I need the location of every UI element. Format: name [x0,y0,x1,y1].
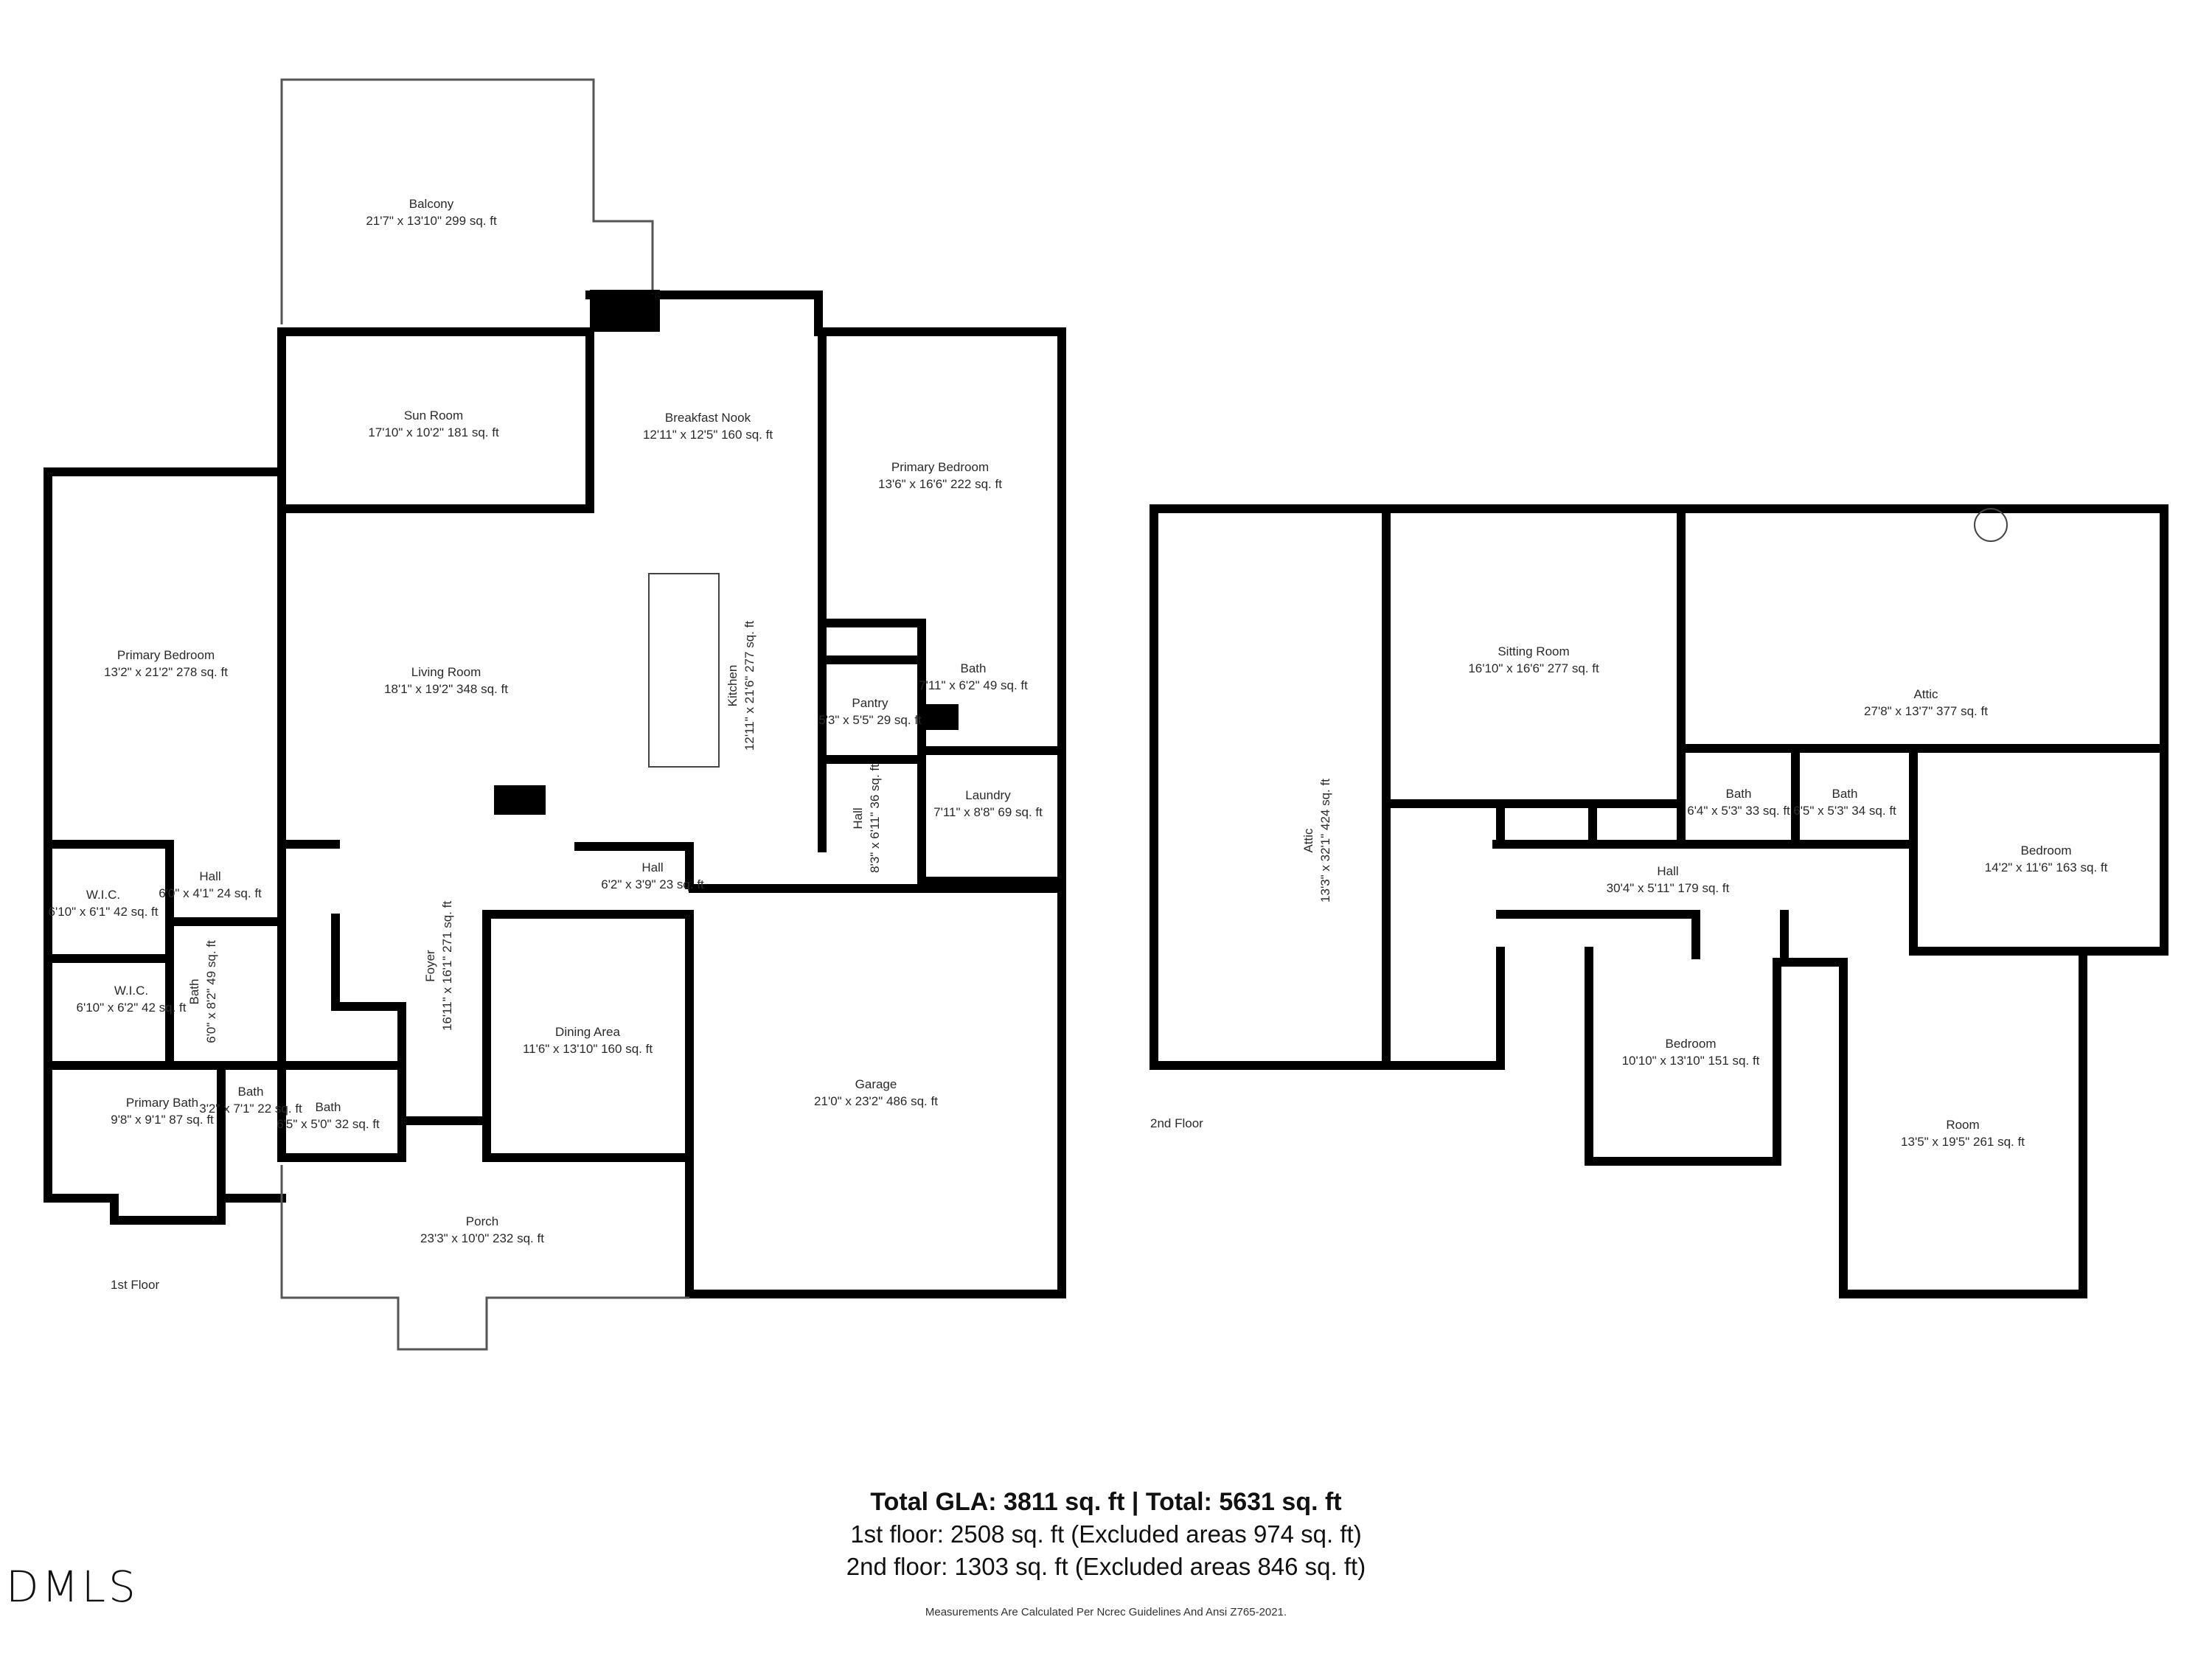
total-area: Total GLA: 3811 sq. ft | Total: 5631 sq.… [870,1488,1342,1516]
second-floor-area: 2nd floor: 1303 sq. ft (Excluded areas 8… [846,1553,1366,1580]
floor-2-label: 2nd Floor [1150,1116,1203,1130]
room-label: W.I.C.6'10" x 6'1" 42 sq. ft [48,888,159,919]
bath-partition [922,704,959,730]
mls-logo: DMLS [6,1562,139,1612]
chimney-block [590,290,660,332]
first-floor-area: 1st floor: 2508 sq. ft (Excluded areas 9… [850,1520,1362,1548]
room-label: W.I.C.6'10" x 6'2" 42 sq. ft [76,984,187,1015]
kitchen-island [648,573,720,768]
measurement-note: Measurements Are Calculated Per Ncrec Gu… [925,1606,1287,1618]
floor-1-label: 1st Floor [111,1278,160,1292]
column-block [494,785,546,815]
